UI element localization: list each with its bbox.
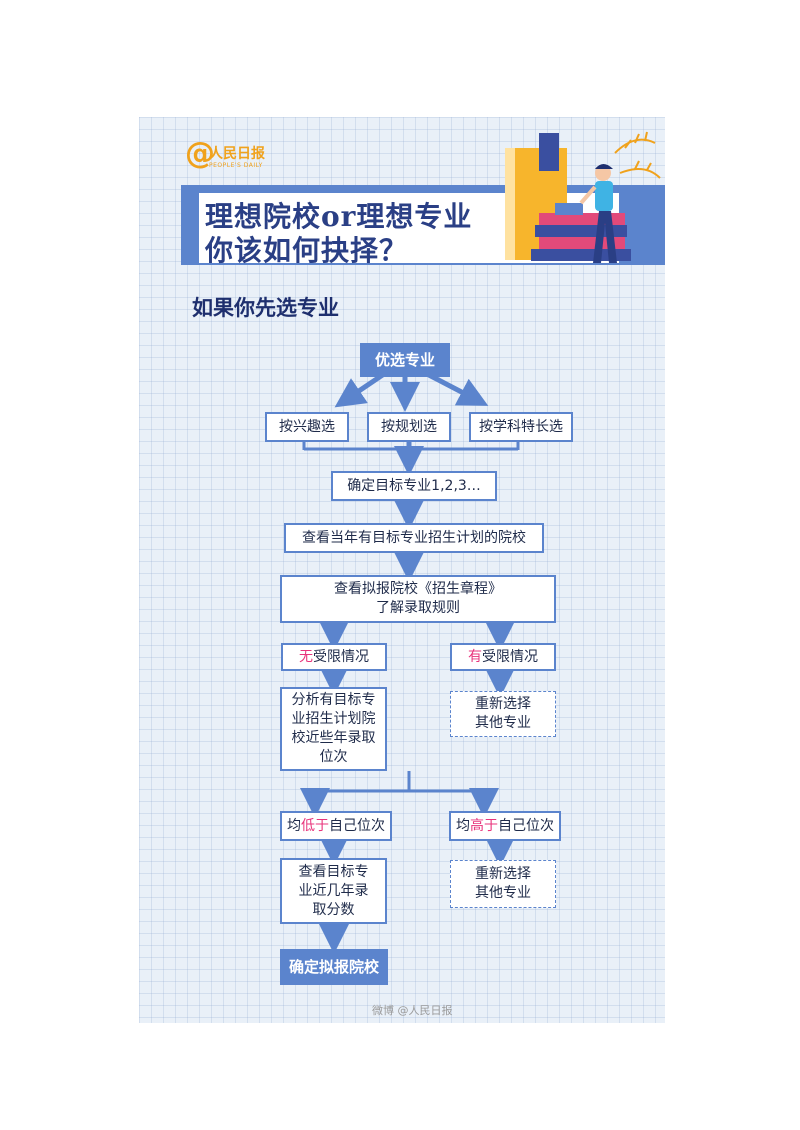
has-restriction-text: 受限情况	[482, 648, 538, 665]
node-preferred-major: 优选专业	[360, 343, 450, 377]
student-with-books-illustration	[505, 131, 661, 263]
peoples-daily-logo: @ 人民日报 PEOPLE'S DAILY	[185, 137, 285, 177]
node-by-plan: 按规划选	[367, 412, 451, 442]
logo-at-symbol: @	[185, 136, 215, 171]
node-all-lower-than-rank: 均低于自己位次	[280, 811, 392, 841]
node-check-enrollment-plans: 查看当年有目标专业招生计划的院校	[284, 523, 544, 553]
logo-chinese-text: 人民日报	[209, 146, 265, 162]
weibo-watermark: 微博 @人民日报	[372, 1004, 453, 1017]
higher-post: 自己位次	[498, 817, 554, 834]
arrow-start-to-interest	[334, 371, 386, 408]
infographic-poster: @ 人民日报 PEOPLE'S DAILY 理想院校or理想专业 你该如何抉择？…	[139, 117, 665, 1023]
admission-rules-line-1: 查看拟报院校《招生章程》	[334, 581, 502, 597]
logo-english-text: PEOPLE'S DAILY	[209, 162, 263, 169]
node-confirm-target-school: 确定拟报院校	[280, 949, 388, 985]
flowchart-connectors	[300, 371, 520, 954]
lower-pre: 均	[287, 817, 301, 834]
node-check-admission-rules: 查看拟报院校《招生章程》 了解录取规则	[280, 575, 556, 623]
title-line-1: 理想院校or理想专业	[205, 200, 473, 233]
node-by-interest: 按兴趣选	[265, 412, 349, 442]
node-by-subject-strength: 按学科特长选	[469, 412, 573, 442]
higher-pre: 均	[456, 817, 470, 834]
person-body	[595, 181, 613, 211]
node-target-majors: 确定目标专业1,2,3…	[331, 471, 497, 501]
higher-highlight: 高于	[470, 817, 498, 834]
has-restriction-highlight: 有	[468, 648, 482, 665]
no-restriction-text: 受限情况	[313, 648, 369, 665]
node-analyze-ranking: 分析有目标专业招生计划院校近些年录取位次	[280, 687, 387, 771]
leaf-decoration	[614, 131, 661, 179]
section-title: 如果你先选专业	[192, 296, 339, 320]
node-reselect-major-2: 重新选择其他专业	[450, 860, 556, 908]
arrow-start-to-subject	[425, 371, 489, 406]
lower-highlight: 低于	[301, 817, 329, 834]
title-line-2: 你该如何抉择？	[205, 234, 409, 267]
lower-post: 自己位次	[329, 817, 385, 834]
node-check-admission-scores: 查看目标专业近几年录取分数	[280, 858, 387, 924]
node-all-higher-than-rank: 均高于自己位次	[449, 811, 561, 841]
node-reselect-major-1: 重新选择其他专业	[450, 691, 556, 737]
node-has-restriction: 有受限情况	[450, 643, 556, 671]
admission-rules-line-2: 了解录取规则	[376, 600, 460, 616]
node-no-restriction: 无受限情况	[281, 643, 387, 671]
no-restriction-highlight: 无	[299, 648, 313, 665]
